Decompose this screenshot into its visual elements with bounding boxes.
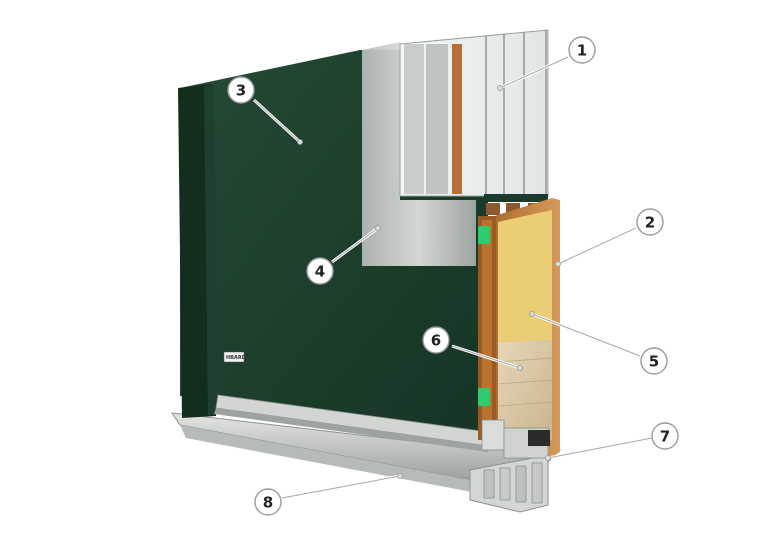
callout-2: 2 [636, 208, 664, 236]
steel-reinforcement-plate [362, 42, 476, 266]
callout-8-label: 8 [263, 494, 273, 512]
callout-3: 3 [227, 76, 255, 104]
insulation-core [498, 210, 552, 342]
laminated-wood-block [497, 340, 553, 440]
callout-2-label: 2 [645, 214, 655, 232]
callout-8: 8 [254, 488, 282, 516]
callout-7-label: 7 [660, 428, 670, 446]
leader-dots [297, 85, 561, 479]
callout-3-label: 3 [236, 82, 246, 100]
leader-lines-outline [253, 56, 653, 499]
callout-1: 1 [568, 36, 596, 64]
door-frame-profile [178, 84, 218, 418]
callout-1-label: 1 [577, 42, 587, 60]
callout-6-label: 6 [431, 332, 441, 350]
triple-glazing [399, 29, 549, 215]
threshold-sill [170, 412, 562, 513]
callout-5-label: 5 [649, 353, 659, 371]
callout-6: 6 [422, 326, 450, 354]
manufacturer-logo: HBARD [223, 351, 246, 363]
callout-4-label: 4 [315, 263, 325, 281]
callout-4: 4 [306, 257, 334, 285]
callout-7: 7 [651, 422, 679, 450]
callout-5: 5 [640, 347, 668, 375]
logo-text: HBARD [226, 355, 246, 361]
sash-profile-seals [478, 216, 550, 459]
